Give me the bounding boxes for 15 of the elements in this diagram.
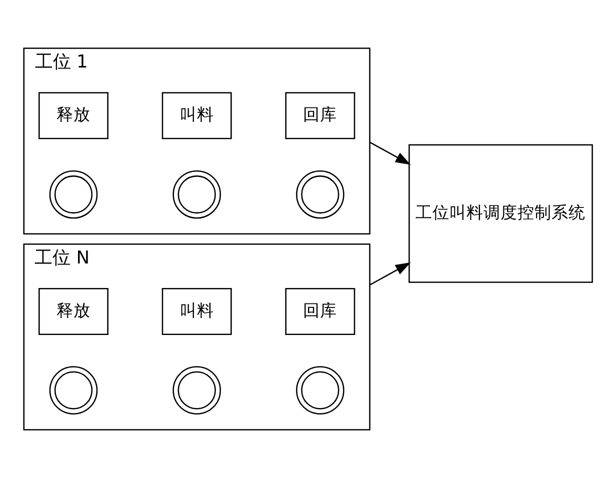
node-box: 回库 <box>285 288 356 335</box>
node-circle <box>296 170 344 219</box>
node-box: 叫料 <box>162 92 232 140</box>
node-box: 释放 <box>38 92 108 140</box>
node-box: 释放 <box>38 288 108 335</box>
node-circle <box>49 366 98 414</box>
node-circle <box>296 366 344 414</box>
node-circle <box>172 366 221 414</box>
arrow <box>369 262 411 286</box>
node-box: 工位叫料调度控制系统 <box>408 144 593 283</box>
node-circle <box>49 170 98 219</box>
node-box: 回库 <box>285 92 356 140</box>
arrow <box>369 142 411 165</box>
node-circle <box>172 170 221 219</box>
node-box: 叫料 <box>162 288 232 335</box>
